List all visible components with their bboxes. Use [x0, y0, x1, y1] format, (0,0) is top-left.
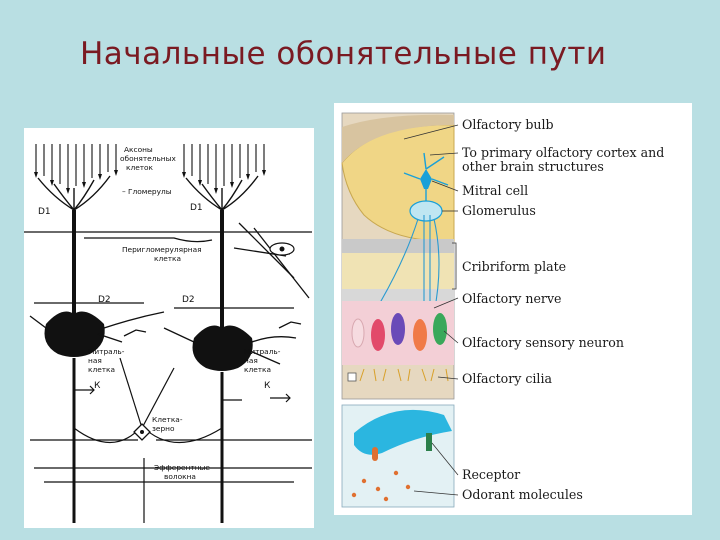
plate-lower [342, 289, 454, 301]
odorant-particles [351, 447, 411, 502]
label-efferent-1: Эфферентные [154, 463, 210, 472]
olfactory-bulb-schematic: Аксоны обонятельных клеток – Гломерулы D… [24, 128, 314, 528]
label-mitral-right-2: ная [244, 356, 258, 365]
label-olfactory-bulb: Olfactory bulb [462, 117, 554, 132]
label-olfactory-nerve: Olfactory nerve [462, 291, 562, 306]
label-glomeruli: – Гломерулы [122, 187, 172, 196]
slide-title: Начальные обонятельные пути [80, 36, 607, 72]
label-granule-2: зерно [152, 424, 175, 433]
label-d1-right: D1 [190, 203, 203, 213]
label-glomerulus: Glomerulus [462, 203, 536, 218]
label-mitral-left-3: клетка [88, 365, 115, 374]
zoom-marker [347, 372, 357, 382]
cilia [359, 368, 449, 382]
secondary-dendrites [29, 311, 302, 365]
label-mitral-left-1: Митраль- [88, 347, 125, 356]
receptor-shape [426, 433, 432, 451]
label-efferent-2: волокна [164, 472, 196, 481]
illustration-drawing: Olfactory bulb To primary olfactory cort… [341, 112, 664, 508]
label-periglomerular-2: клетка [154, 254, 181, 263]
label-mitral-cell: Mitral cell [462, 183, 528, 198]
label-axons-2: обонятельных [120, 154, 176, 163]
primary-dendrites [72, 210, 224, 338]
label-cribriform-plate: Cribriform plate [462, 259, 566, 274]
label-k-right: К [264, 381, 271, 391]
label-d2-left: D2 [98, 295, 111, 305]
label-odorant-molecules: Odorant molecules [462, 487, 583, 502]
periglomerular-cell [269, 242, 295, 256]
olfactory-pathway-illustration: Olfactory bulb To primary olfactory cort… [334, 103, 692, 515]
label-axons-1: Аксоны [124, 145, 153, 154]
label-to-cortex-1: To primary olfactory cortex and [462, 145, 664, 160]
leader-lines [403, 124, 459, 496]
glomerular-tufts [37, 175, 259, 211]
label-receptor: Receptor [462, 467, 521, 482]
schematic-drawing: Аксоны обонятельных клеток – Гломерулы D… [24, 144, 312, 523]
lateral-fibres [24, 222, 312, 309]
label-to-cortex-2: other brain structures [462, 159, 604, 174]
label-periglomerular-1: Перигломерулярная [122, 245, 202, 254]
label-d2-right: D2 [182, 295, 195, 305]
label-olfactory-cilia: Olfactory cilia [462, 371, 552, 386]
label-granule-1: Клетка- [152, 415, 183, 424]
granule-cell [133, 423, 151, 441]
cribriform-plate-shape [342, 253, 454, 289]
axon-arrowheads [34, 170, 266, 194]
label-sensory-neuron: Olfactory sensory neuron [462, 335, 624, 350]
label-mitral-left-2: ная [88, 356, 102, 365]
glomerulus-shape [409, 200, 443, 222]
label-k-left: К [94, 381, 101, 391]
sensory-neurons [351, 313, 447, 351]
cilium-zoom [354, 409, 452, 455]
label-axons-3: клеток [126, 163, 154, 172]
label-d1-left: D1 [38, 207, 51, 217]
plate-upper [342, 239, 454, 253]
mitral-cell-bodies [44, 311, 253, 371]
label-mitral-right-1: Митраль- [244, 347, 281, 356]
incoming-axons [35, 144, 265, 188]
label-mitral-right-3: клетка [244, 365, 271, 374]
cortex-band [342, 114, 454, 163]
